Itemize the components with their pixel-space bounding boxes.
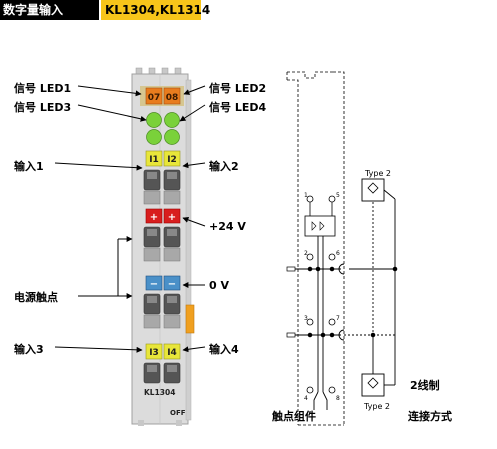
label-contact-assembly: 触点组件 xyxy=(272,410,316,423)
terminal-contact xyxy=(143,293,181,329)
pointer-arrows xyxy=(54,85,206,353)
label-zero-v: 0 V xyxy=(209,279,229,292)
plus-sign: + xyxy=(150,212,158,223)
input-i3-tag: I3 xyxy=(149,348,159,358)
bus-terminal-module: 07 08 I1 I2 + xyxy=(131,67,195,426)
sensor-type-top: Type 2 xyxy=(364,169,391,178)
module-bottom-text: OFF xyxy=(170,409,186,417)
terminal-contact xyxy=(143,362,181,384)
label-power-contacts: 电源触点 xyxy=(14,291,58,304)
pin-number: 3 xyxy=(304,315,308,322)
header-title: 数字量输入 xyxy=(0,0,99,20)
led-07 xyxy=(145,87,163,105)
green-led xyxy=(164,129,180,145)
input-i2-tag: I2 xyxy=(167,155,177,165)
label-plus-24v: +24 V xyxy=(209,220,246,233)
minus-sign: − xyxy=(150,279,158,290)
green-led xyxy=(146,112,162,128)
module-model-text: KL1304 xyxy=(144,388,175,397)
sensor-icon xyxy=(361,178,385,202)
sensor-type-bottom: Type 2 xyxy=(363,402,390,411)
led-07-label: 07 xyxy=(148,93,161,103)
pin-number: 6 xyxy=(336,250,340,257)
side-tab xyxy=(185,304,195,334)
sensor-icon xyxy=(361,373,385,397)
terminal-contact xyxy=(143,226,181,262)
input-i4-tag: I4 xyxy=(167,348,177,358)
label-input2: 输入2 xyxy=(209,160,239,173)
minus-sign: − xyxy=(168,279,176,290)
label-top-view: 俯视图 xyxy=(136,408,171,424)
pin-number: 7 xyxy=(336,315,340,322)
label-led1: 信号 LED1 xyxy=(14,82,72,95)
label-input4: 输入4 xyxy=(209,343,239,356)
green-led xyxy=(164,112,180,128)
contact-assembly-schematic: 1 5 2 6 3 7 4 8 Type 2 xyxy=(286,71,398,426)
green-led xyxy=(146,129,162,145)
label-led3: 信号 LED3 xyxy=(14,101,72,114)
input-i1-tag: I1 xyxy=(149,155,159,165)
led-08 xyxy=(163,87,181,105)
pin-number: 4 xyxy=(304,395,308,402)
pin-number: 1 xyxy=(304,192,308,199)
label-input3: 输入3 xyxy=(14,343,44,356)
pin-number: 8 xyxy=(336,395,340,402)
plus-sign: + xyxy=(168,212,176,223)
label-led4: 信号 LED4 xyxy=(209,101,267,114)
label-two-wire: 2线制 xyxy=(410,379,440,392)
label-connection-method: 连接方式 xyxy=(408,410,452,423)
header-models: KL1304,KL1314 xyxy=(101,0,210,20)
pin-number: 2 xyxy=(304,250,308,257)
label-led2: 信号 LED2 xyxy=(209,82,267,95)
led-08-label: 08 xyxy=(166,93,179,103)
pin-number: 5 xyxy=(336,192,340,199)
terminal-contact xyxy=(143,169,181,205)
label-input1: 输入1 xyxy=(14,160,44,173)
